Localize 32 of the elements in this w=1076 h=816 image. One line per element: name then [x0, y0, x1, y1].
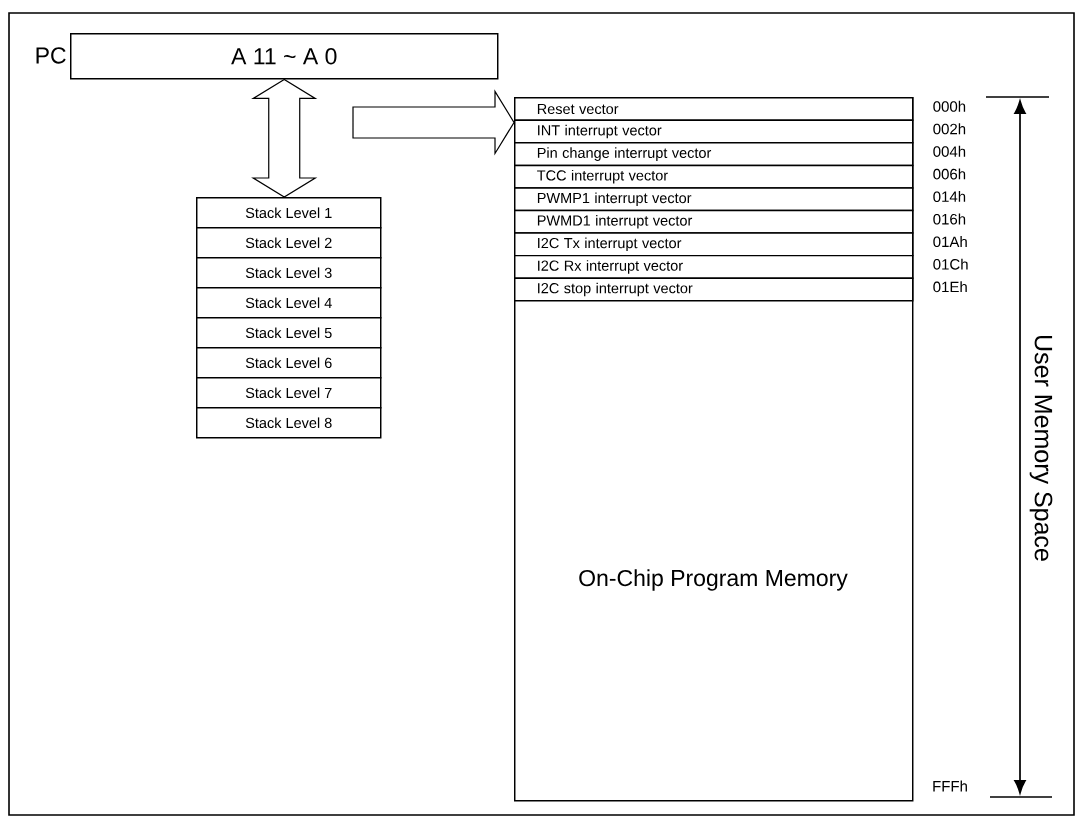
dimension-label: User Memory Space: [1027, 331, 1055, 565]
address-label: 01Ah: [933, 236, 967, 248]
address-label: 002h: [933, 123, 966, 135]
stack-level-box: Stack Level 2: [196, 227, 382, 259]
address-label: 01Eh: [933, 281, 967, 293]
stack-level-box: Stack Level 7: [196, 377, 382, 409]
stack-level-box: Stack Level 8: [196, 407, 382, 439]
stack-level-box: Stack Level 6: [196, 347, 382, 379]
address-label: FFFh: [929, 777, 971, 795]
register-label: PC: [36, 47, 66, 64]
vector-row: Pin change interrupt vector: [514, 142, 914, 167]
stack-level-box: Stack Level 3: [196, 257, 382, 289]
address-label: 014h: [933, 191, 966, 202]
vector-row: I2C Rx interrupt vector: [514, 254, 914, 279]
block-arrow: [251, 78, 318, 198]
vector-row: Reset vector: [514, 97, 914, 122]
stack-level-box: Stack Level 5: [196, 317, 382, 349]
address-label: 006h: [933, 168, 966, 180]
vector-row: PWMP1 interrupt vector: [514, 187, 914, 212]
vector-row: I2C Tx interrupt vector: [514, 232, 914, 257]
vector-row: TCC interrupt vector: [514, 164, 914, 189]
vector-row: PWMD1 interrupt vector: [514, 209, 914, 234]
address-label: 000h: [933, 100, 966, 112]
address-label: 004h: [933, 145, 966, 157]
stack-level-box: Stack Level 4: [196, 287, 382, 319]
vector-row: INT interrupt vector: [514, 119, 914, 144]
vector-row: I2C stop interrupt vector: [514, 277, 914, 302]
stack-level-box: Stack Level 1: [196, 197, 382, 229]
address-label: 01Ch: [933, 258, 968, 270]
address-label: 016h: [933, 213, 966, 225]
register-box: A 11 ~ A 0: [70, 33, 499, 80]
block-arrow: [352, 89, 515, 156]
